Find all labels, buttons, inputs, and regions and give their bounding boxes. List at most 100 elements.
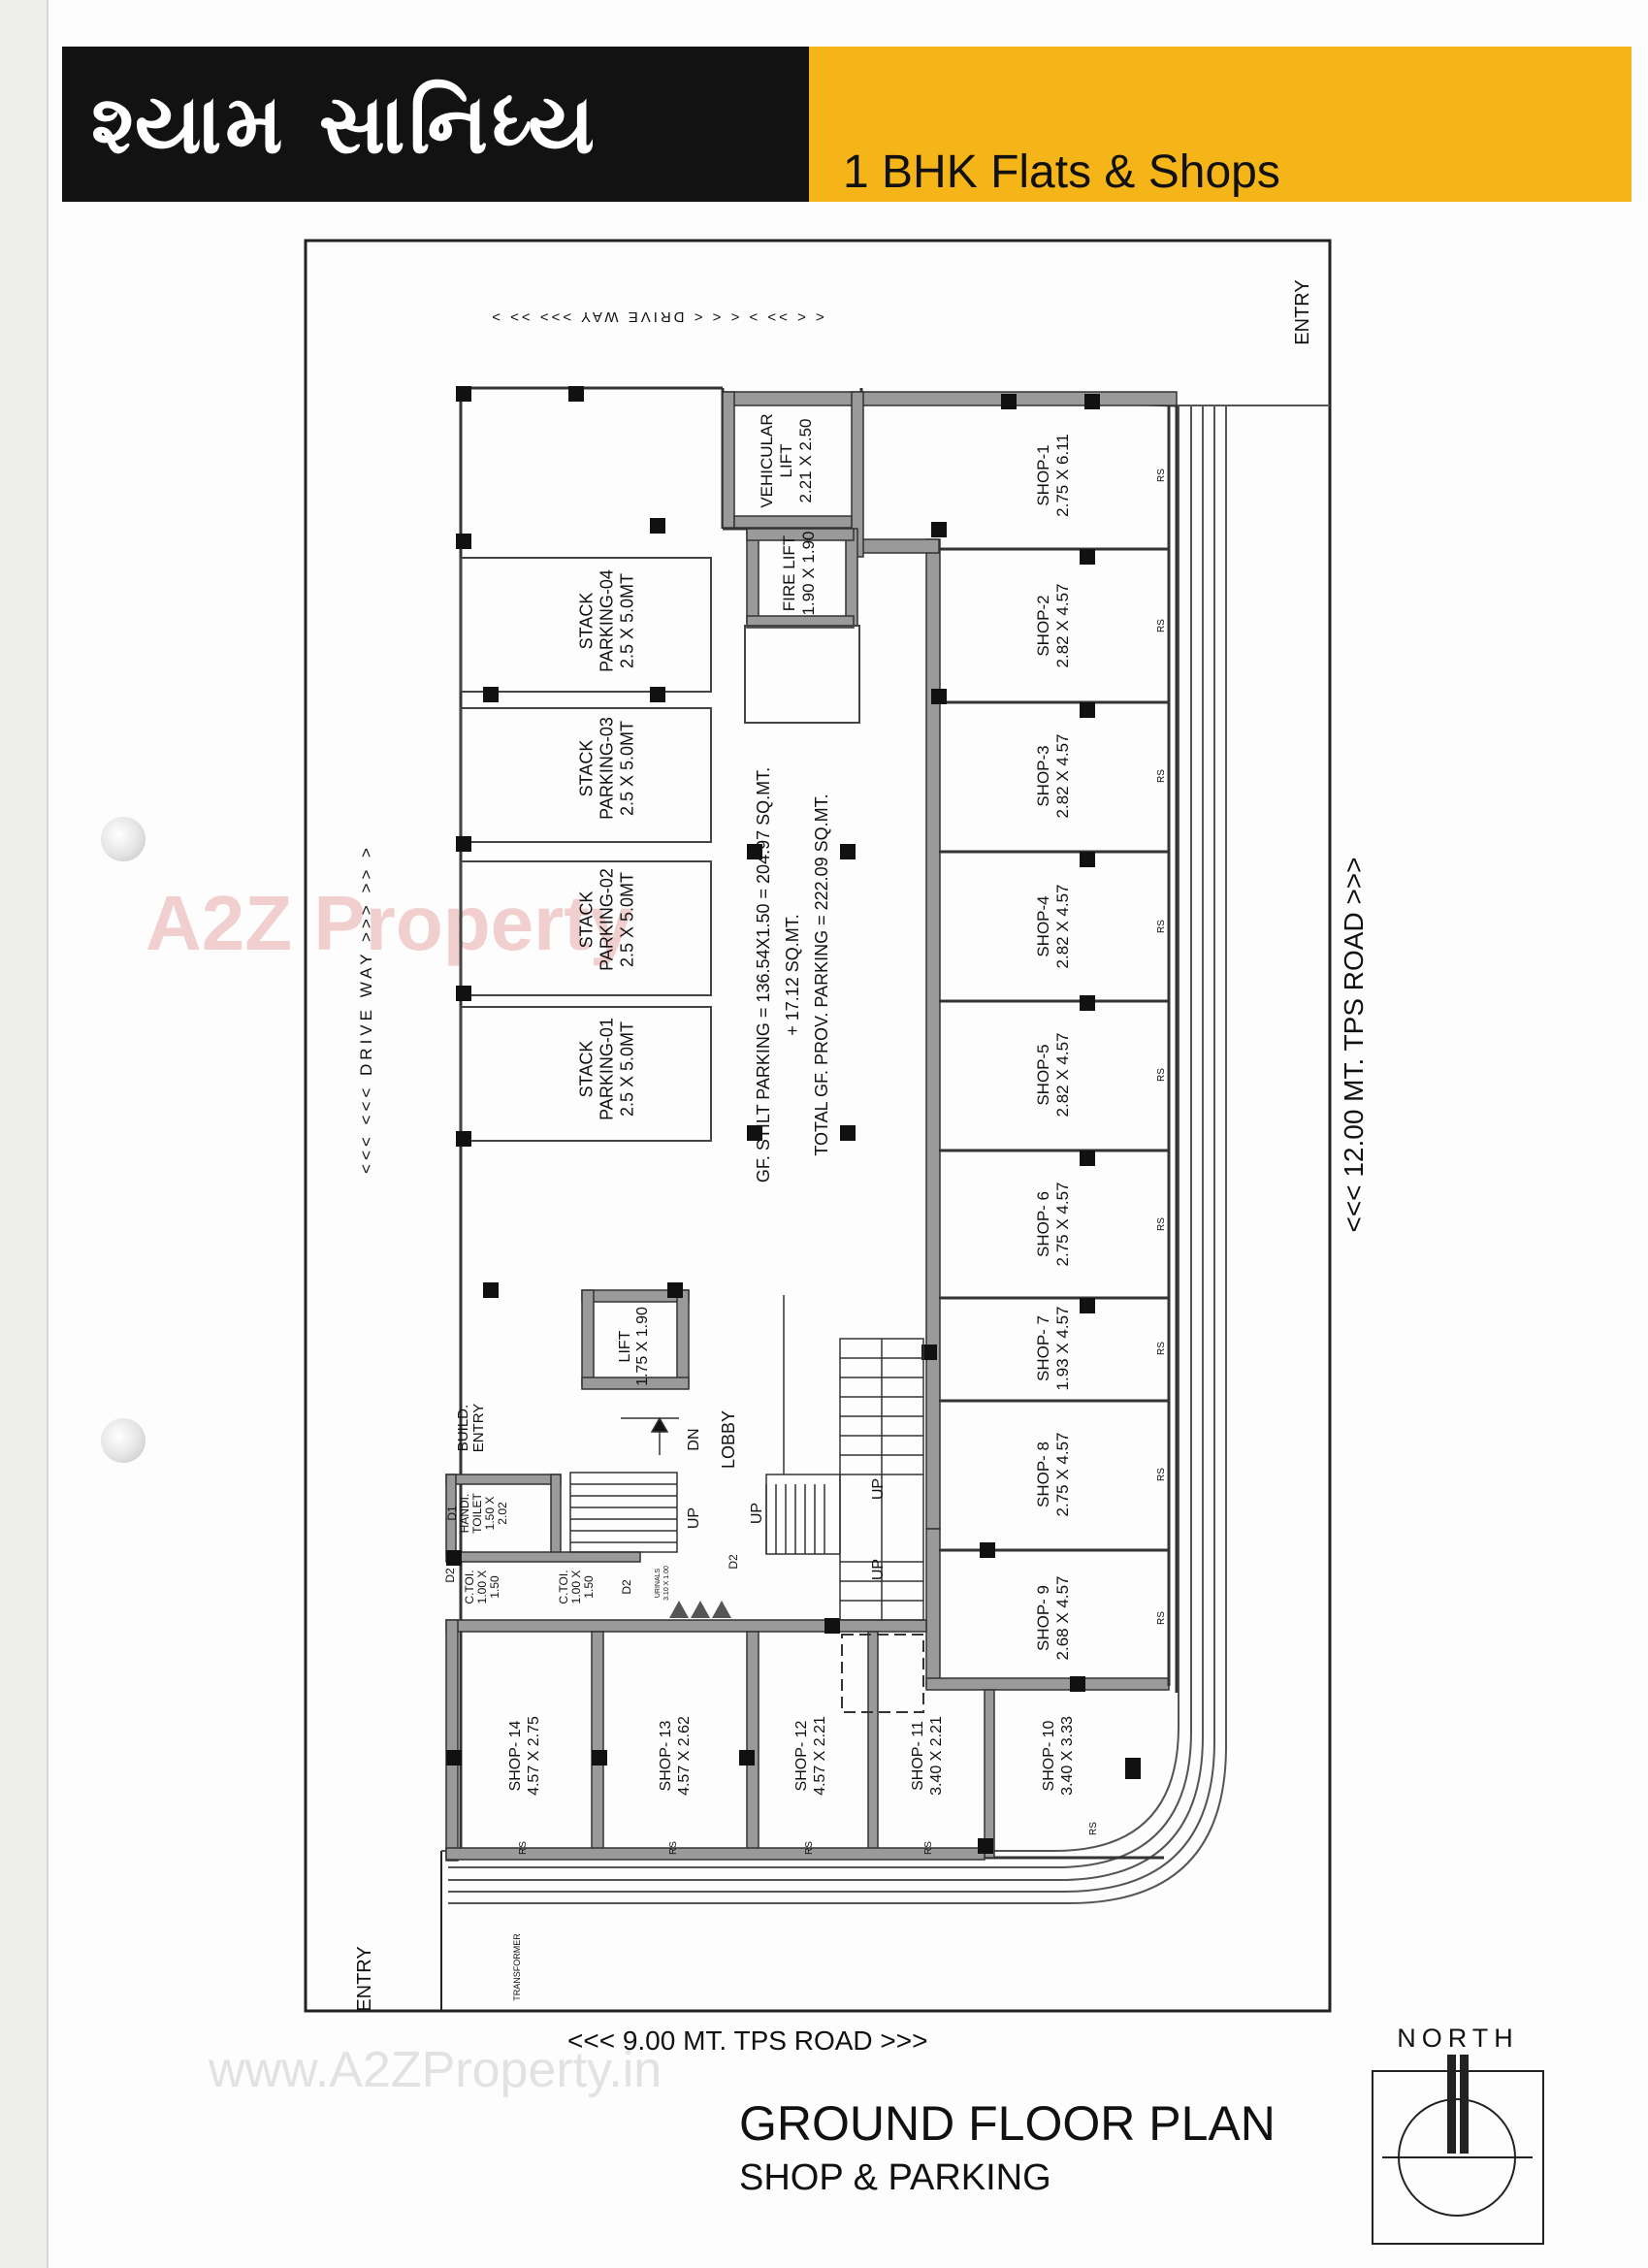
binder-strip — [0, 0, 48, 2268]
shop-label-text: SHOP- 12 — [793, 1720, 810, 1791]
shop-label-text: 2.82 X 4.57 — [1053, 885, 1072, 969]
shop-label-text: SHOP- 14 — [507, 1720, 524, 1791]
north-label: NORTH — [1397, 2024, 1519, 2053]
plot-boundary — [304, 239, 1332, 2013]
door-d2-label: D2 — [620, 1579, 633, 1595]
shop-label-text: SHOP-1 — [1034, 444, 1052, 505]
fire-lift-line: FIRE LIFT — [780, 535, 798, 611]
header-banner: શ્યામ સાનિધ્ય 1 BHK Flats & Shops — [62, 47, 1632, 202]
parking-area-label: GF. STILT PARKING = 136.54X1.50 = 204.97… — [754, 767, 831, 1183]
lift-line: LIFT — [617, 1330, 633, 1362]
north-indicator: NORTH — [1372, 2024, 1544, 2245]
c-toilet-line: 1.50 — [488, 1575, 501, 1599]
c-toilet-line: 1.50 — [582, 1575, 596, 1599]
shop-label-text: 4.57 X 2.75 — [526, 1716, 542, 1796]
road-east: <<< 12.00 MT. TPS ROAD >>> — [1339, 857, 1369, 1232]
rs-label: RS — [1156, 469, 1167, 482]
handi-toilet-line: 2.02 — [496, 1502, 509, 1525]
plan-title: GROUND FLOOR PLAN — [739, 2096, 1276, 2151]
handi-toilet-line: 1.50 X — [483, 1497, 497, 1531]
stair-up-label: UP — [686, 1507, 702, 1529]
shop-label-text: 4.57 X 2.21 — [812, 1716, 828, 1796]
shop-label-text: 2.75 X 4.57 — [1053, 1433, 1072, 1517]
stack-parking-label-text: PARKING-01 — [597, 1018, 616, 1120]
project-title: શ્યામ સાનિધ્ય — [91, 77, 599, 172]
shop-label-text: 2.82 X 4.57 — [1053, 1033, 1072, 1118]
stack-parking-label-text: 2.5 X 5.0MT — [617, 573, 636, 668]
shop-label-text: SHOP-5 — [1034, 1044, 1052, 1105]
entry-bottom: ENTRY — [354, 1946, 375, 2011]
project-subtitle: 1 BHK Flats & Shops — [843, 146, 1280, 198]
dashed-outline — [841, 1634, 924, 1713]
handi-toilet-line: TOILET — [470, 1492, 484, 1533]
stack-parking-label-text: PARKING-03 — [597, 717, 616, 820]
shop-label-text: 4.57 X 2.62 — [676, 1716, 693, 1796]
stack-parking-label-text: 2.5 X 5.0MT — [617, 721, 636, 816]
shop-label-text: SHOP-3 — [1034, 745, 1052, 806]
stair-up-label: UP — [749, 1503, 765, 1524]
lift-size: 1.75 X 1.90 — [634, 1307, 651, 1386]
stair-up-label: UP — [870, 1478, 887, 1500]
transformer-label: TRANSFORMER — [512, 1933, 522, 2001]
urinals-label: URINALS 3.10 X 1.00 — [655, 1566, 670, 1601]
stack-parking-label-text: PARKING-02 — [597, 868, 616, 971]
shop-label-text: SHOP- 11 — [910, 1721, 926, 1791]
fire-lift-size: 1.90 X 1.90 — [799, 532, 818, 616]
handi-toilet-line: HANDI. — [458, 1494, 471, 1534]
structural-columns — [446, 386, 1141, 1854]
title-block — [62, 47, 809, 202]
rs-label: RS — [1156, 619, 1167, 632]
parking-area-line: + 17.12 SQ.MT. — [783, 914, 802, 1036]
shop-label-text: SHOP- 10 — [1041, 1720, 1057, 1791]
door-d1-label: D1 — [445, 1506, 459, 1521]
shop-label-text: SHOP- 7 — [1034, 1315, 1052, 1381]
shop-label-text: SHOP- 8 — [1034, 1442, 1052, 1507]
lobby-label: LOBBY — [719, 1410, 738, 1469]
shop-label-text: 2.82 X 4.57 — [1053, 584, 1072, 668]
c-toilet-2-label: C.TOI. 1.00 X 1.50 — [557, 1570, 596, 1604]
rs-label: RS — [923, 1841, 934, 1855]
stack-parking-label-text: PARKING-04 — [597, 569, 616, 672]
stair-dn-label: DN — [686, 1428, 702, 1450]
stack-parking-label-text: STACK — [576, 740, 596, 797]
plan-subtitle: SHOP & PARKING — [739, 2157, 1051, 2198]
shop-label-text: 2.82 X 4.57 — [1053, 734, 1072, 819]
stack-parking-label-text: STACK — [576, 1041, 596, 1098]
handi-toilet-label: HANDI. TOILET 1.50 X 2.02 — [458, 1492, 509, 1533]
c-toilet-line: 1.00 X — [569, 1571, 583, 1604]
rs-label: RS — [1156, 920, 1167, 933]
punch-hole — [101, 1418, 145, 1463]
rs-label: RS — [1156, 769, 1167, 783]
parking-area-line: GF. STILT PARKING = 136.54X1.50 = 204.97… — [754, 767, 773, 1183]
vehicular-lift-label: VEHICULAR LIFT 2.21 X 2.50 — [758, 413, 815, 507]
rs-label: RS — [1156, 1068, 1167, 1082]
c-toilet-1-label: C.TOI. 1.00 X 1.50 — [463, 1570, 501, 1604]
shop-partitions — [939, 405, 1171, 1686]
shop-label-text: SHOP- 13 — [658, 1720, 674, 1791]
c-toilet-line: C.TOI. — [557, 1570, 570, 1604]
shop-label-text: 2.75 X 6.11 — [1053, 434, 1072, 517]
door-d2-label: D2 — [443, 1568, 457, 1583]
build-entry-line: BUILD. — [455, 1405, 471, 1451]
shop-label-text: SHOP- 9 — [1034, 1585, 1052, 1651]
entry-top: ENTRY — [1292, 279, 1313, 344]
grey-walls — [445, 391, 1178, 1862]
rs-label: RS — [1156, 1468, 1167, 1481]
road-south: <<< 9.00 MT. TPS ROAD >>> — [567, 2025, 928, 2056]
urinals-line: 3.10 X 1.00 — [663, 1566, 670, 1601]
shop-label-text: 3.40 X 2.21 — [928, 1716, 945, 1796]
corner-road-curve — [441, 405, 1330, 1904]
drive-way-top: < < >> > < < < DRIVE WAY >>> >> > — [489, 308, 824, 325]
stack-parking-boxes — [460, 557, 712, 1142]
stair-up-label: UP — [870, 1559, 887, 1580]
stack-parking-label-text: STACK — [576, 593, 596, 650]
